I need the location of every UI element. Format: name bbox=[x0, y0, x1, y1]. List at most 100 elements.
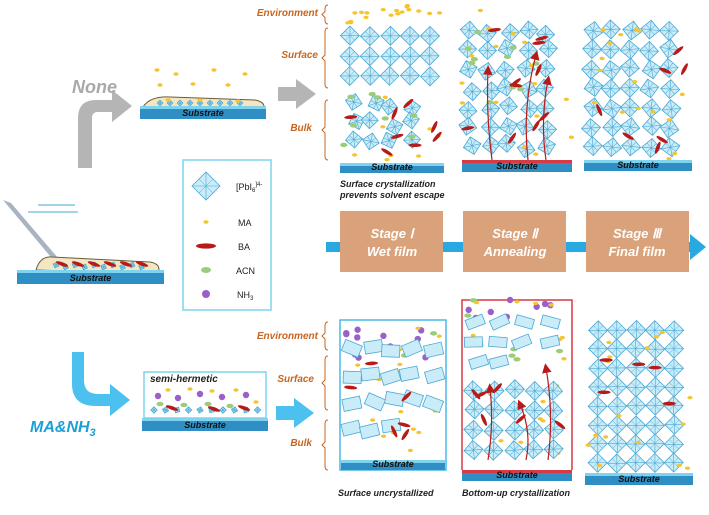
pbi6-octahedron bbox=[458, 116, 478, 136]
pbi6-octahedron bbox=[535, 98, 555, 118]
pbi6-slab bbox=[400, 338, 424, 358]
pbi6-octahedron bbox=[583, 77, 604, 97]
pbi6-octahedron bbox=[587, 338, 609, 359]
pbi6-octahedron bbox=[663, 358, 685, 379]
substrate-bottom-3 bbox=[585, 476, 693, 485]
legend-acn-icon bbox=[201, 267, 211, 273]
pbi6-octahedron bbox=[524, 400, 545, 421]
ma-molecule bbox=[154, 68, 160, 72]
ba-molecule bbox=[532, 120, 540, 132]
ma-molecule bbox=[203, 220, 209, 224]
label-semi-hermetic: semi-hermetic bbox=[150, 374, 218, 385]
pbi6-octahedron bbox=[380, 97, 399, 116]
caption-top-line1: Surface crystallization bbox=[340, 179, 436, 189]
ma-molecule bbox=[355, 363, 361, 367]
substrate-none-top bbox=[140, 106, 266, 109]
pbi6-octahedron bbox=[380, 25, 401, 46]
pbi6-octahedron bbox=[602, 98, 622, 119]
ma-molecule bbox=[211, 68, 217, 72]
pbi6-octahedron bbox=[663, 452, 684, 473]
pipette bbox=[3, 200, 58, 262]
ma-molecule bbox=[533, 152, 539, 156]
pbi6-slab bbox=[463, 336, 483, 348]
pbi6-octahedron bbox=[156, 99, 164, 107]
pbi6-octahedron bbox=[519, 20, 539, 40]
pbi6-octahedron bbox=[625, 434, 646, 455]
ma-molecule bbox=[666, 157, 672, 161]
ma-molecule bbox=[397, 362, 403, 367]
pbi6-octahedron bbox=[399, 25, 421, 47]
pbi6-slab bbox=[381, 344, 401, 358]
pbi6-octahedron bbox=[379, 65, 400, 86]
pbi6-octahedron bbox=[477, 40, 498, 60]
pbi6-octahedron bbox=[644, 415, 666, 436]
pbi6-octahedron bbox=[360, 111, 379, 130]
brace-surface-top bbox=[321, 27, 329, 89]
pbi6-octahedron bbox=[499, 116, 519, 136]
ma-molecule bbox=[534, 114, 540, 118]
ma-molecule bbox=[603, 435, 609, 439]
substrate-bottom-3-label: Substrate bbox=[618, 474, 660, 484]
substrate-bottom-2 bbox=[462, 473, 572, 481]
pbi6-slab bbox=[358, 422, 381, 440]
pbi6-octahedron bbox=[463, 419, 484, 440]
pbi6-octahedron bbox=[399, 65, 421, 86]
acn-molecule bbox=[226, 403, 234, 409]
ma-molecule bbox=[427, 11, 433, 16]
substrate-top-1-top bbox=[340, 163, 444, 166]
pbi6-octahedron bbox=[626, 415, 647, 436]
pbi6-octahedron bbox=[663, 434, 684, 455]
pbi6-octahedron bbox=[601, 60, 622, 80]
pbi6-slab bbox=[384, 390, 405, 407]
ma-molecule bbox=[477, 8, 483, 13]
pbi6-octahedron bbox=[661, 99, 682, 120]
pbi6-octahedron bbox=[583, 20, 604, 41]
pbi6-octahedron bbox=[339, 25, 361, 46]
pbi6-octahedron bbox=[537, 136, 556, 156]
substrate-none bbox=[140, 109, 266, 119]
pbi6-octahedron bbox=[619, 39, 640, 60]
ma-molecule bbox=[548, 303, 554, 307]
acn-molecule bbox=[204, 401, 212, 407]
ba-molecule bbox=[431, 121, 438, 133]
ba-molecule bbox=[680, 63, 688, 75]
pbi6-octahedron bbox=[523, 439, 544, 460]
pbi6-octahedron bbox=[606, 338, 627, 359]
pbi6-slab bbox=[340, 338, 363, 358]
ma-molecule bbox=[165, 388, 171, 392]
pbi6-octahedron bbox=[161, 406, 170, 414]
ba-molecule bbox=[344, 115, 358, 119]
ba-molecule bbox=[135, 261, 149, 267]
label-environment-top: Environment bbox=[257, 8, 319, 19]
pbi6-octahedron bbox=[230, 406, 239, 414]
ma-molecule bbox=[370, 418, 376, 422]
acn-molecule bbox=[486, 100, 494, 105]
ma-molecule bbox=[351, 153, 358, 157]
ba-molecule bbox=[165, 405, 179, 411]
pbi6-octahedron bbox=[519, 80, 538, 99]
ma-molecule bbox=[650, 109, 656, 114]
ma-molecule bbox=[416, 9, 422, 13]
legend-pbi6-label: [PbI6]4- bbox=[236, 182, 262, 194]
ma-molecule bbox=[380, 125, 386, 129]
ma-molecule bbox=[380, 7, 386, 12]
nh3-molecule bbox=[541, 300, 549, 308]
pbi6-octahedron bbox=[504, 440, 525, 461]
label-none: None bbox=[72, 77, 117, 97]
nh3-molecule bbox=[380, 332, 387, 340]
pbi6-octahedron bbox=[626, 319, 647, 341]
ma-molecule bbox=[380, 434, 387, 438]
ma-molecule bbox=[537, 417, 543, 421]
ba-molecule bbox=[492, 383, 502, 394]
substrate-left-top bbox=[17, 270, 164, 273]
substrate-top-1 bbox=[340, 166, 444, 173]
pbi6-octahedron bbox=[626, 395, 647, 416]
pbi6-octahedron bbox=[641, 59, 662, 80]
svg-text:Annealing: Annealing bbox=[483, 244, 547, 259]
nh3-molecule bbox=[533, 303, 540, 310]
brace-bulk-bottom bbox=[321, 419, 329, 471]
ma-molecule bbox=[395, 12, 401, 16]
pbi6-slab bbox=[510, 333, 533, 351]
caption-top-line2: prevents solvent escape bbox=[339, 190, 445, 200]
